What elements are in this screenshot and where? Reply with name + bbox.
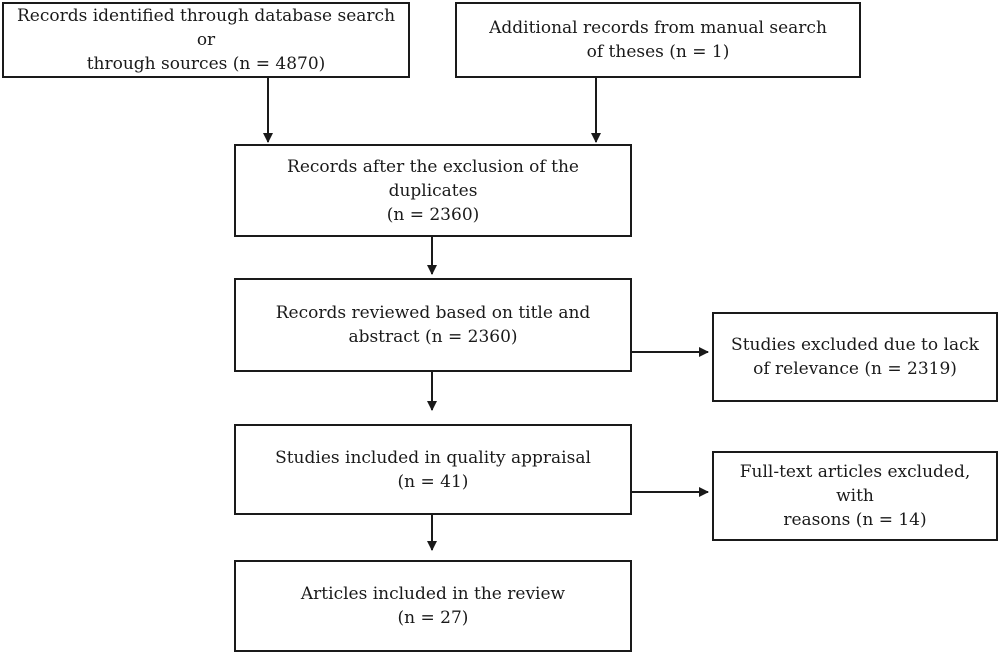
box-text-line: Records after the exclusion of the dupli… [287, 156, 579, 201]
box-text-line: Records identified through database sear… [16, 6, 396, 50]
box-identified-database: Records identified through database sear… [2, 2, 410, 78]
box-text-line: (n = 2360) [386, 204, 480, 225]
box-text-line: abstract (n = 2360) [348, 327, 518, 347]
box-text-line: (n = 41) [397, 471, 469, 492]
box-text-line: Articles included in the review [300, 584, 566, 604]
box-excluded-relevance: Studies excluded due to lack of relevanc… [712, 312, 998, 402]
box-text-line: Studies excluded due to lack [731, 335, 979, 355]
box-text-line: through sources (n = 4870) [86, 54, 326, 74]
box-excluded-fulltext: Full-text articles excluded, with reason… [712, 451, 998, 541]
box-articles-included: Articles included in the review (n = 27) [234, 560, 632, 652]
box-text-line: Records reviewed based on title and [275, 303, 591, 323]
box-after-duplicates: Records after the exclusion of the dupli… [234, 144, 632, 237]
box-quality-appraisal: Studies included in quality appraisal (n… [234, 424, 632, 515]
box-text-line: (n = 27) [397, 608, 469, 628]
box-identified-manual: Additional records from manual search of… [455, 2, 861, 78]
box-text-line: Full-text articles excluded, with [739, 462, 971, 506]
box-text-line: Additional records from manual search [489, 18, 827, 38]
box-text-line: of theses (n = 1) [586, 42, 730, 62]
box-text-line: Studies included in quality appraisal [275, 447, 591, 468]
box-text-line: reasons (n = 14) [783, 510, 927, 530]
box-text-line: of relevance (n = 2319) [753, 359, 957, 379]
box-records-reviewed: Records reviewed based on title and abst… [234, 278, 632, 372]
